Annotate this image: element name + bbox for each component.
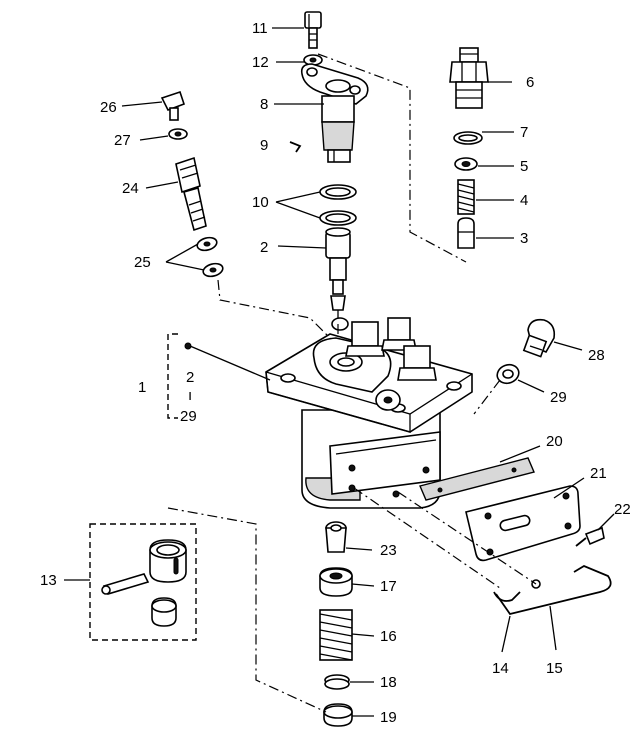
part-13-roller-group xyxy=(89,523,197,641)
callout-5: 5 xyxy=(520,158,528,175)
part-6-delivery-valve-holder xyxy=(449,47,489,109)
part-4-spring xyxy=(457,179,475,215)
part-1-pump-body xyxy=(265,317,473,509)
callout-26: 26 xyxy=(100,99,117,116)
callout-22: 22 xyxy=(614,501,631,518)
callout-4: 4 xyxy=(520,192,528,209)
callout-range-dash: ı xyxy=(188,387,192,404)
part-26-screw xyxy=(160,90,186,121)
callout-14: 14 xyxy=(492,660,509,677)
part-19-tappet-roller xyxy=(323,703,353,727)
part-24-banjo-bolt xyxy=(175,156,207,232)
leader-lines xyxy=(64,27,615,717)
callout-11: 11 xyxy=(252,20,268,37)
part-5-gasket xyxy=(454,157,478,171)
part-25-washers xyxy=(196,236,224,278)
part-16-plunger-spring xyxy=(319,609,353,661)
callout-2-range: 2 xyxy=(186,369,194,386)
callout-8: 8 xyxy=(260,96,268,113)
callout-2: 2 xyxy=(260,239,268,256)
part-9-pin xyxy=(289,141,302,153)
callout-13: 13 xyxy=(40,572,57,589)
part-2-plunger-barrel xyxy=(325,227,351,324)
part-7-o-ring xyxy=(453,131,483,145)
part-10-o-rings xyxy=(319,184,357,226)
callout-10: 10 xyxy=(252,194,269,211)
callout-16: 16 xyxy=(380,628,397,645)
callout-3: 3 xyxy=(520,230,528,247)
callout-1: 1 xyxy=(138,379,146,396)
part-3-delivery-valve xyxy=(457,217,475,249)
callout-28: 28 xyxy=(588,347,605,364)
part-29-washer xyxy=(496,363,520,385)
callout-24: 24 xyxy=(122,180,139,197)
callout-29-range: 29 xyxy=(180,408,197,425)
callout-15: 15 xyxy=(546,660,563,677)
callout-21: 21 xyxy=(590,465,607,482)
part-11-bolt xyxy=(304,11,322,49)
part-15-wire xyxy=(495,564,612,616)
part-28-plug xyxy=(522,318,556,358)
callout-17: 17 xyxy=(380,578,397,595)
part-22-screw xyxy=(575,526,605,547)
callout-29: 29 xyxy=(550,389,567,406)
callout-7: 7 xyxy=(520,124,528,141)
part-18-lower-seat xyxy=(324,674,350,690)
callout-19: 19 xyxy=(380,709,397,726)
part-23-tappet xyxy=(325,521,347,553)
part-8-valve-holder xyxy=(300,63,369,163)
callout-18: 18 xyxy=(380,674,397,691)
part-14-clip xyxy=(493,579,541,602)
assembly-lines xyxy=(167,53,537,713)
part-20-gasket xyxy=(419,457,535,501)
callout-23: 23 xyxy=(380,542,397,559)
callout-labels: 11 12 8 9 10 2 6 7 5 4 3 26 27 24 25 1 2… xyxy=(40,20,631,726)
part-27-washer xyxy=(168,128,188,140)
part-21-cover-plate xyxy=(465,485,581,562)
callout-27: 27 xyxy=(114,132,131,149)
callout-20: 20 xyxy=(546,433,563,450)
callout-25: 25 xyxy=(134,254,151,271)
callout-12: 12 xyxy=(252,54,269,71)
callout-9: 9 xyxy=(260,137,268,154)
part-17-spring-seat xyxy=(319,567,353,597)
callout-6: 6 xyxy=(526,74,534,91)
